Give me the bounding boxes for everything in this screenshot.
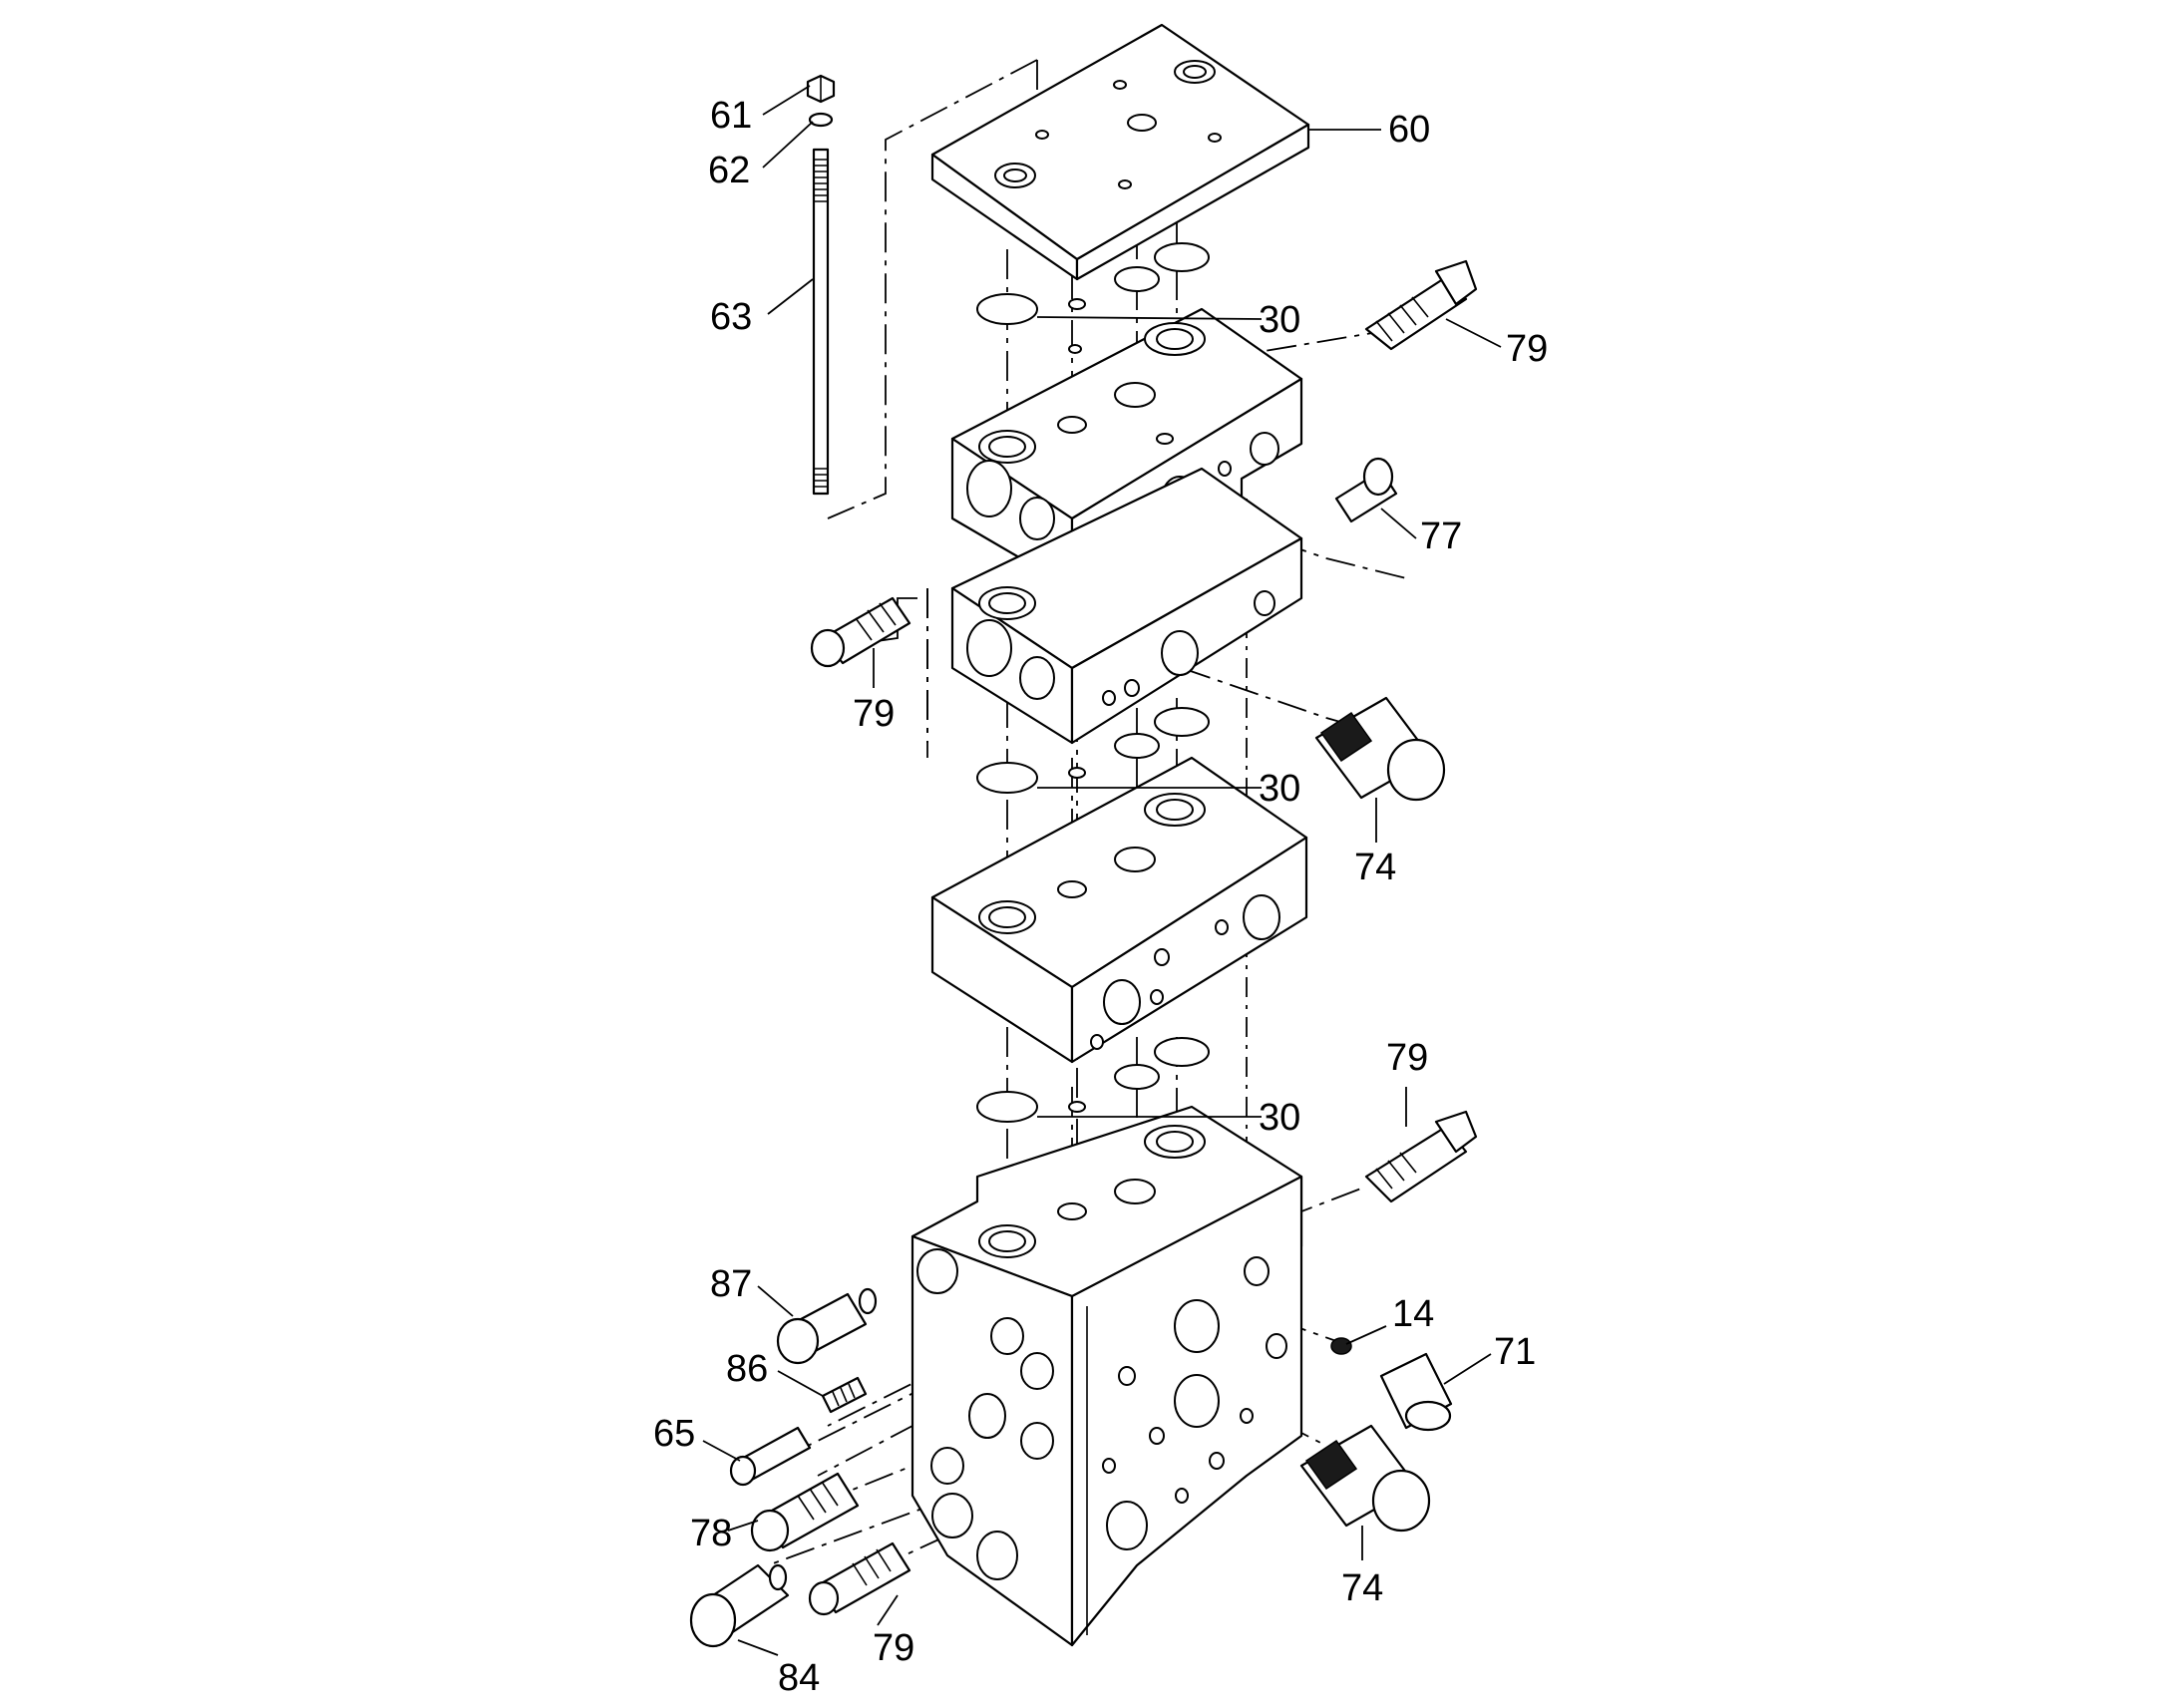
relief-valve-79-lower-right <box>1364 1110 1478 1203</box>
callout-74-lower: 74 <box>1341 1567 1383 1609</box>
relief-valve-79-mid-left <box>810 596 911 668</box>
relief-valve-74-upper <box>1314 696 1446 802</box>
callout-84: 84 <box>778 1657 820 1699</box>
relief-valve-79-bottom <box>808 1541 911 1616</box>
valve-71 <box>1379 1352 1453 1432</box>
leader-lines <box>702 85 1502 1656</box>
screw-86 <box>821 1376 868 1414</box>
tie-bolt-assembly <box>806 74 836 496</box>
relief-valve-79-upper-right <box>1364 259 1478 351</box>
callout-62: 62 <box>708 150 750 191</box>
plug-87 <box>776 1287 878 1365</box>
callout-30-middle: 30 <box>1259 768 1300 810</box>
valve-section-lower <box>930 756 1308 1064</box>
callout-71: 71 <box>1494 1331 1536 1373</box>
callout-61: 61 <box>710 95 752 137</box>
callout-30-lower: 30 <box>1259 1097 1300 1139</box>
callout-74-upper: 74 <box>1354 847 1396 888</box>
callout-65: 65 <box>653 1413 695 1455</box>
callout-79-upper-right: 79 <box>1506 328 1548 370</box>
callout-labels: 60 61 62 63 30 79 77 79 30 74 30 79 87 1… <box>653 95 1548 1699</box>
relief-valve-77 <box>1334 457 1398 523</box>
valve-inlet-section <box>910 1105 1303 1647</box>
callout-63: 63 <box>710 296 752 338</box>
plug-84 <box>689 1563 790 1648</box>
callout-79-lower-right: 79 <box>1386 1037 1428 1079</box>
relief-valve-78 <box>750 1472 860 1552</box>
relief-valve-74-lower <box>1299 1424 1431 1533</box>
callout-87: 87 <box>710 1263 752 1305</box>
callout-30-upper: 30 <box>1259 299 1300 341</box>
callout-14: 14 <box>1392 1293 1434 1335</box>
cover-plate <box>930 23 1310 281</box>
valve-65 <box>729 1426 812 1487</box>
valve-section-middle <box>950 467 1303 745</box>
callout-79-mid-left: 79 <box>853 693 895 735</box>
callout-78: 78 <box>690 1513 732 1554</box>
plug-14 <box>1330 1337 1352 1355</box>
callout-60: 60 <box>1388 109 1430 151</box>
callout-86: 86 <box>726 1348 768 1390</box>
seal-set-upper <box>976 242 1210 399</box>
callout-77: 77 <box>1420 515 1462 557</box>
callout-79-bottom: 79 <box>873 1627 914 1669</box>
